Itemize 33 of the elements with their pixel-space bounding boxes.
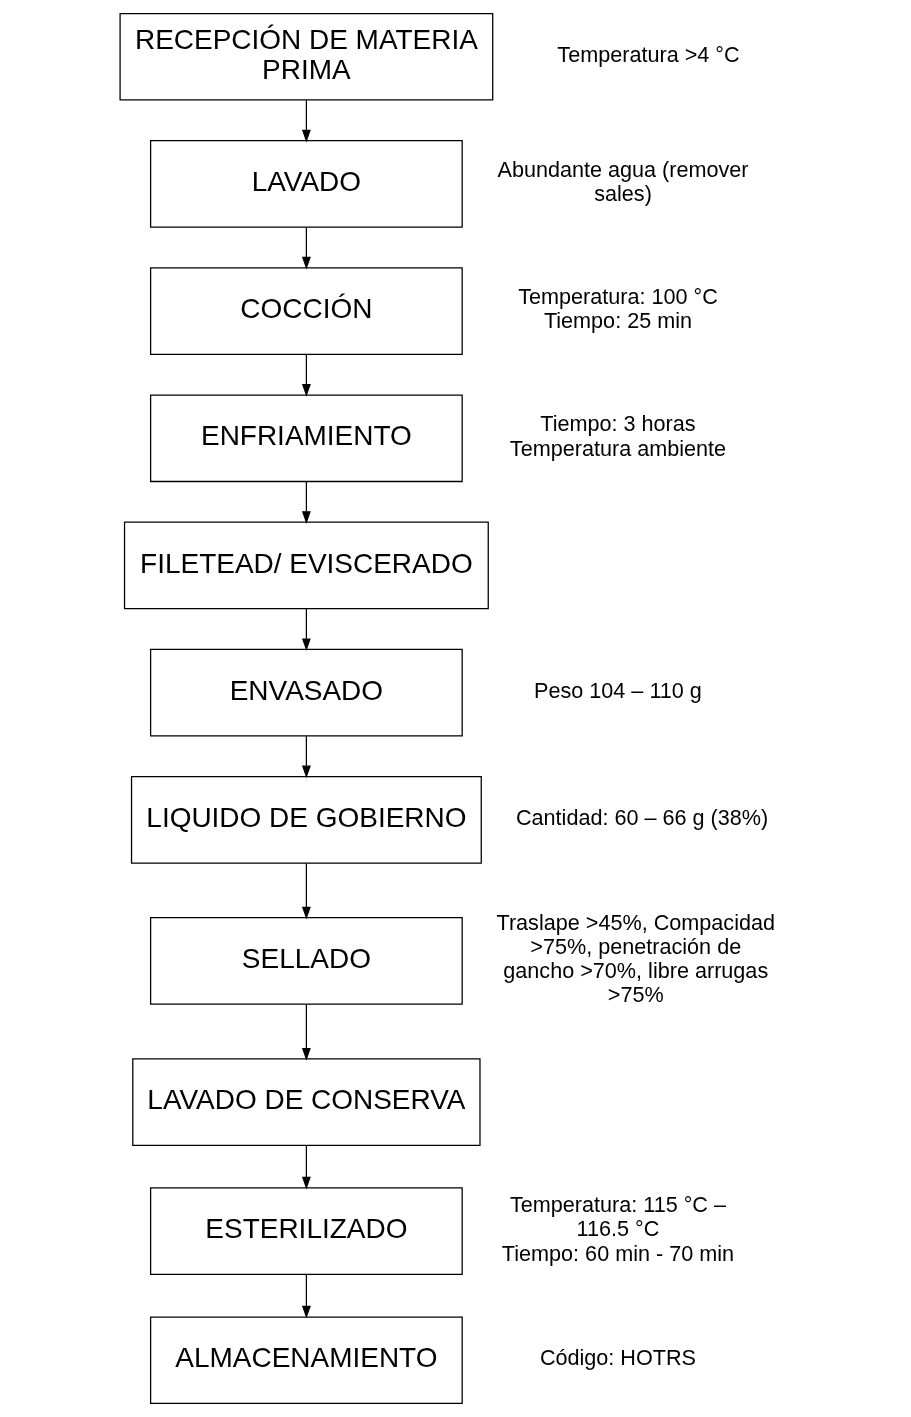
node-label: Temperatura: 115 °C – 116.5 °C xyxy=(509,1192,726,1242)
node-label: Tiempo: 60 min - 70 min xyxy=(501,1240,735,1266)
node-box: LAVADO DE CONSERVA xyxy=(132,1058,481,1146)
arrow xyxy=(301,1003,311,1061)
arrow xyxy=(301,353,311,397)
node-label: Código: HOTRS xyxy=(539,1345,697,1371)
node-box: SELLADO xyxy=(149,917,463,1005)
node-label: Traslape >45%, Compacidad >75%, penetración de gancho >70%, libre arrugas >75% xyxy=(496,909,776,1008)
arrow xyxy=(301,608,311,652)
node-label: Temperatura >4 °C xyxy=(557,41,740,67)
node-box: COCCIÓN xyxy=(149,267,463,355)
node-box: ENFRIAMIENTO xyxy=(149,394,463,483)
node-label: Peso 104 – 110 g xyxy=(534,677,702,703)
arrow xyxy=(301,226,311,270)
arrow xyxy=(301,481,311,524)
node-box: RECEPCIÓN DE MATERIA PRIMA xyxy=(119,12,494,101)
arrow xyxy=(301,1144,311,1190)
node-box: ALMACENAMIENTO xyxy=(149,1316,463,1405)
arrow xyxy=(301,862,311,920)
node-label: Abundante agua (remover sales) xyxy=(497,157,749,207)
node-box: FILETEAD/ EVISCERADO xyxy=(123,521,489,610)
arrow xyxy=(301,99,311,143)
node-label: Tiempo: 25 min xyxy=(543,308,693,334)
node-box: LAVADO xyxy=(149,140,463,228)
arrow xyxy=(301,735,311,779)
node-label: Tiempo: 3 horas xyxy=(540,411,696,437)
node-box: LIQUIDO DE GOBIERNO xyxy=(130,775,482,864)
node-label: Temperatura ambiente xyxy=(509,435,727,461)
arrow xyxy=(301,1273,311,1319)
node-box: ESTERILIZADO xyxy=(149,1187,463,1276)
node-label: Cantidad: 60 – 66 g (38%) xyxy=(515,804,769,830)
node-box: ENVASADO xyxy=(149,648,463,737)
node-label: Temperatura: 100 °C xyxy=(518,284,718,310)
